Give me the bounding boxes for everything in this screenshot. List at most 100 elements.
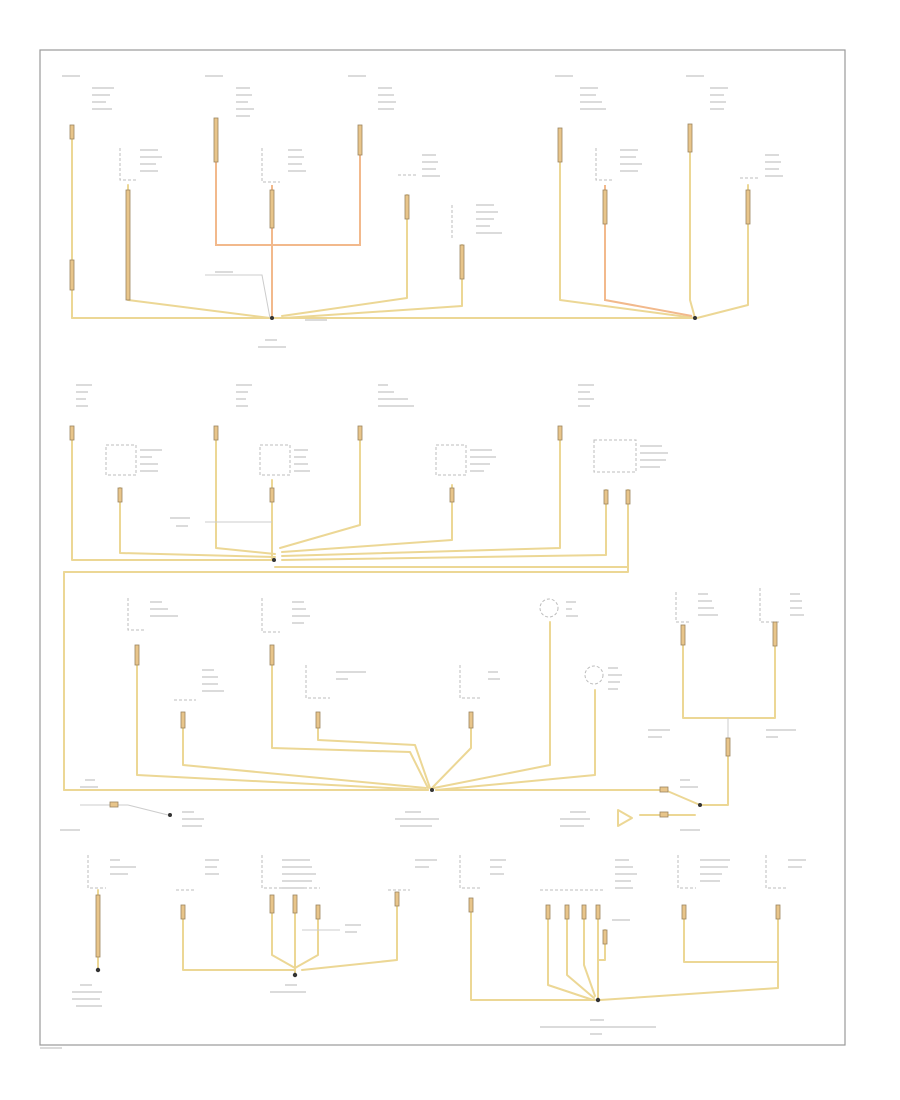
wire-drop [136,649,429,791]
connector [659,786,669,793]
connector [681,904,687,920]
connector [680,624,686,646]
wire-drop [301,894,398,971]
component-box [765,855,786,889]
wire-drop [281,194,408,317]
wire-drop [431,717,472,789]
wire-drop [127,804,169,816]
section-bottom [40,855,806,1049]
wire-drop [283,244,463,319]
connector [745,189,751,225]
connector [95,894,101,958]
connector [775,904,781,920]
bus-wire [215,429,276,555]
wire-drop [604,185,693,317]
wire-drop [435,689,596,791]
connector [659,811,669,818]
connector [134,644,140,666]
component-box [435,444,467,476]
ground-point [595,997,601,1003]
lamp-symbol [539,598,559,618]
component-box [459,665,482,699]
connector [180,904,186,920]
connector [449,487,455,503]
connector [213,425,219,441]
wire-drop [272,130,361,246]
connector [269,189,275,229]
ground-point [168,813,172,817]
ground-point [292,972,298,978]
connector [602,189,608,225]
connector [557,127,563,163]
connector [625,489,631,505]
connector [269,487,275,503]
component-box [593,439,637,473]
connector [69,425,75,441]
ground-point [272,558,276,562]
wire-drop [470,901,596,1001]
connector [292,894,298,914]
section-lower [60,588,804,831]
connector [557,425,563,441]
connector [213,117,219,163]
wire-drop [683,911,779,963]
wire-drop [317,717,431,789]
ground-point [693,316,697,320]
bus-wire [71,429,276,561]
connector [269,644,275,666]
bus-wire [119,487,276,558]
wire-drop [696,184,749,319]
wire-drop [547,911,594,1001]
component-box [119,148,136,181]
connector [772,621,778,647]
label-cluster [62,75,783,348]
connector [315,711,321,729]
wire-drop [559,129,696,319]
connector [581,904,587,920]
wire-drop [664,789,701,806]
wire-drop [294,911,319,969]
connector [595,904,601,920]
section-top [62,75,783,348]
connector [602,929,608,945]
wire-drop [215,130,272,246]
wire-drop [271,899,296,969]
connector [357,425,363,441]
component-box [677,855,696,889]
bus-wire [281,429,561,557]
component-box [127,598,144,631]
wire-drop [127,184,271,319]
connector [315,904,321,920]
wire-drop [182,911,296,971]
wire-drop [599,961,779,1001]
wire-drop [617,809,633,827]
component-box [459,855,482,889]
label-cluster [40,859,806,1049]
ground-point [698,803,702,807]
connector [69,259,75,291]
section-middle [63,384,668,791]
connector [69,124,75,140]
bus-wire [281,489,607,561]
ground-point [95,967,101,973]
component-box [675,592,690,623]
connector [687,123,693,153]
component-box [261,148,280,183]
connector [117,487,123,503]
wire-drop [699,739,729,806]
component-box [259,444,291,476]
component-box [261,598,280,633]
connector [269,894,275,914]
connector [109,801,119,808]
connector [125,189,131,301]
connector [180,711,186,729]
connector [394,891,400,907]
connector [468,711,474,729]
bus-wire [63,566,629,573]
connector [357,124,363,156]
wire-drop [433,621,551,789]
wire-drop [689,129,696,319]
ground-point [430,788,434,792]
wire-drop [182,714,427,789]
component-box [759,588,780,623]
